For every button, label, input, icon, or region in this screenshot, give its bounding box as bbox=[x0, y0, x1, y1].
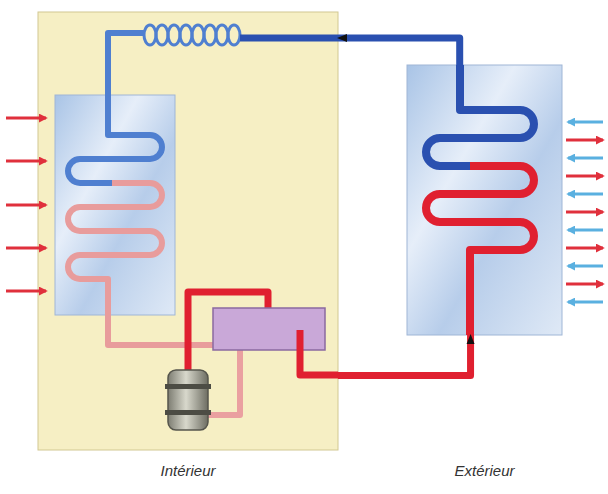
air-arrow bbox=[568, 301, 603, 304]
air-arrow bbox=[568, 121, 603, 124]
air-arrow bbox=[568, 265, 603, 268]
indoor-coil-cold bbox=[68, 33, 162, 183]
refrigerant-pipe-hot bbox=[338, 335, 471, 376]
coil-loop bbox=[192, 25, 204, 45]
unit-label: Extérieur bbox=[387, 462, 582, 480]
outdoor-unit: Extérieur bbox=[407, 65, 562, 335]
air-arrow bbox=[566, 283, 603, 286]
compressor-band bbox=[165, 384, 211, 389]
coil-loop bbox=[144, 25, 156, 45]
air-arrow bbox=[568, 229, 603, 232]
coil-loop bbox=[156, 25, 168, 45]
coil-loop bbox=[180, 25, 192, 45]
outdoor-coil-panel bbox=[407, 65, 562, 335]
air-arrows-in bbox=[568, 122, 603, 302]
air-arrows-out bbox=[566, 140, 603, 284]
indoor-housing bbox=[38, 12, 338, 450]
outdoor-coil-hot bbox=[426, 166, 534, 335]
air-arrows bbox=[6, 118, 46, 291]
air-arrow bbox=[6, 117, 46, 120]
air-arrow bbox=[566, 211, 603, 214]
refrigerant-pipe-cold bbox=[338, 38, 460, 65]
indoor-coil-warm bbox=[68, 183, 222, 345]
coil-loop bbox=[204, 25, 216, 45]
coil-loop bbox=[228, 25, 240, 45]
compressor bbox=[168, 370, 208, 430]
air-arrow bbox=[568, 157, 603, 160]
blue-pipe bbox=[240, 35, 338, 42]
air-arrow bbox=[566, 139, 603, 142]
air-arrow bbox=[6, 204, 46, 207]
outdoor-coil-cold bbox=[426, 65, 534, 166]
air-arrow bbox=[566, 175, 603, 178]
suction-pipe bbox=[208, 340, 240, 415]
coil-loop bbox=[216, 25, 228, 45]
capillary-coil bbox=[144, 25, 240, 45]
coil-loop bbox=[168, 25, 180, 45]
unit-label: Intérieur bbox=[18, 462, 358, 480]
air-arrow bbox=[6, 247, 46, 250]
hot-pipe bbox=[300, 330, 338, 375]
air-arrow bbox=[6, 160, 46, 163]
air-arrow bbox=[6, 290, 46, 293]
reversing-valve bbox=[213, 308, 325, 350]
air-arrow bbox=[566, 247, 603, 250]
compressor-band bbox=[165, 410, 211, 415]
indoor-unit: Intérieur bbox=[38, 12, 338, 450]
air-arrow bbox=[568, 193, 603, 196]
